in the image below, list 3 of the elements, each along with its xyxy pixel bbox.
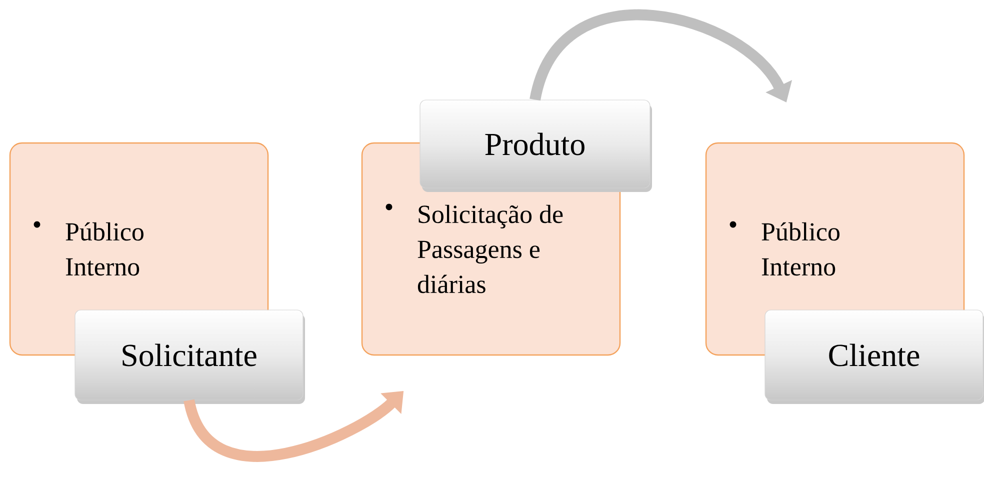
label-box: Produto	[420, 100, 652, 192]
label-box: Solicitante	[74, 310, 305, 404]
label-box: Cliente	[764, 310, 984, 404]
